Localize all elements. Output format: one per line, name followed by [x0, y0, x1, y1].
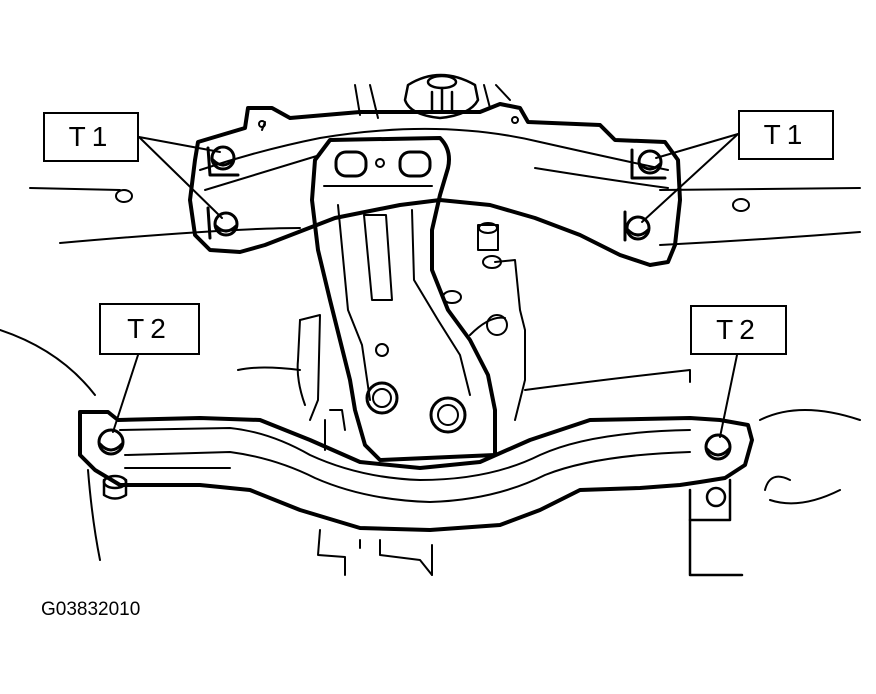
callout-t1-right: T1 — [738, 110, 834, 160]
upper-crossmember — [188, 102, 682, 267]
background-outline — [0, 84, 861, 561]
center-bracket — [310, 136, 497, 462]
figure-code: G03832010 — [41, 599, 141, 620]
engine-parts — [237, 222, 691, 451]
bolt-t1-lower-left — [206, 206, 239, 240]
leader-lines — [112, 133, 739, 438]
bolt-t1-lower-right — [623, 210, 651, 242]
bolt-t2-left — [97, 428, 125, 456]
bolt-t2-right — [704, 433, 732, 461]
callout-t2-left: T2 — [99, 303, 200, 355]
bolt-t1-upper-right — [630, 148, 667, 180]
lower-crossmember — [78, 410, 841, 577]
bolt-t1-upper-left — [206, 145, 240, 177]
lower-parts — [317, 529, 433, 576]
callout-t1-left: T1 — [43, 112, 139, 162]
callout-t2-right: T2 — [690, 305, 787, 355]
